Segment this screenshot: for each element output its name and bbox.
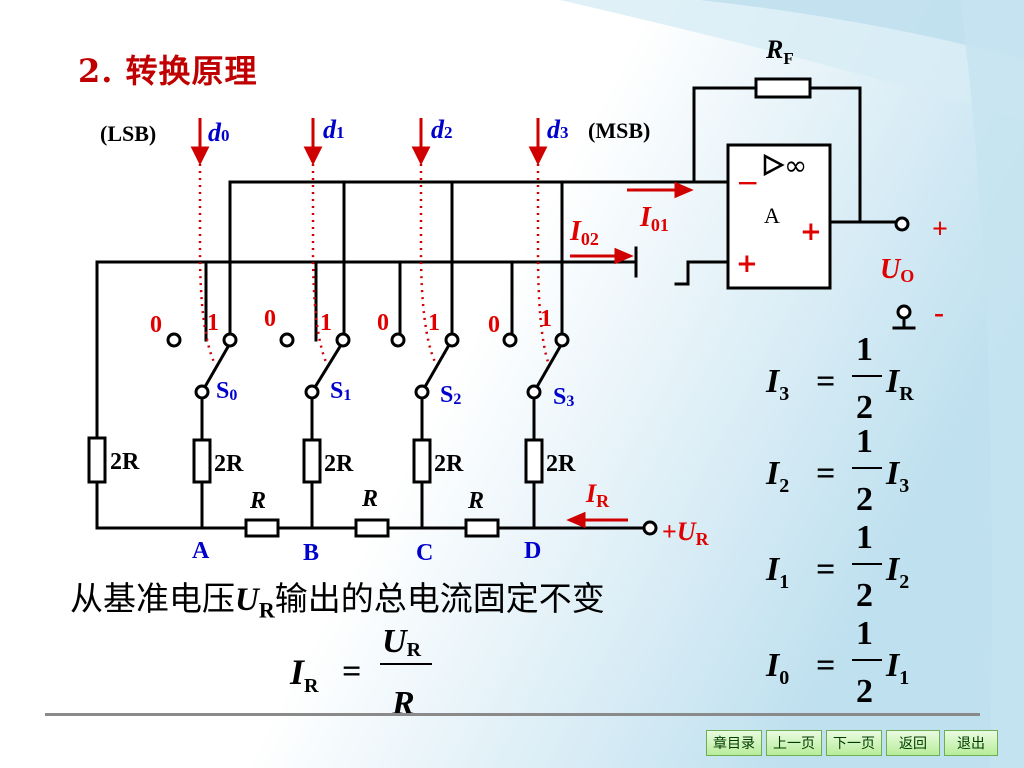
ir-eq-lhs: IR — [289, 652, 319, 697]
footer-divider — [45, 713, 980, 716]
svg-text:=: = — [816, 455, 835, 492]
switch-1-one-label: 1 — [320, 310, 332, 336]
current-i01-label: I01 — [639, 202, 669, 235]
current-ir-label: IR — [585, 479, 610, 511]
opamp-inverting-sign: − — [736, 166, 759, 199]
output-plus-sign: + — [932, 214, 948, 245]
equation-i3: I3 = 1 2 IR — [765, 331, 914, 426]
lsb-label: (LSB) — [100, 121, 156, 146]
opamp-triangle-icon — [763, 153, 785, 177]
svg-text:1: 1 — [856, 519, 873, 556]
halving-equations: I3 = 1 2 IR I2 = 1 2 I3 I1 = 1 2 I2 I0 =… — [765, 331, 914, 710]
resistor-2r-label: 2R — [214, 451, 244, 477]
switch-s2-label: S2 — [440, 382, 461, 408]
ir-eq-den: R — [391, 685, 415, 722]
resistor-r-label: R — [249, 488, 266, 514]
output-voltage-label: UO — [880, 254, 914, 286]
svg-text:1: 1 — [856, 423, 873, 460]
svg-text:2: 2 — [856, 577, 873, 614]
summary-suffix: 输出的总电流固定不变 — [274, 579, 605, 618]
input-d2-label: d2 — [431, 115, 453, 144]
svg-text:1: 1 — [856, 615, 873, 652]
svg-text:=: = — [816, 551, 835, 588]
switch-3-zero-label: 0 — [488, 312, 500, 338]
ir-equation: IR = UR R — [289, 623, 432, 722]
svg-text:I0: I0 — [765, 647, 789, 689]
svg-text:=: = — [816, 647, 835, 684]
node-b-label: B — [303, 540, 319, 566]
svg-text:I3: I3 — [765, 363, 789, 405]
equation-i2: I2 = 1 2 I3 — [765, 423, 909, 518]
svg-text:2: 2 — [856, 481, 873, 518]
chapter-contents-button[interactable]: 章目录 — [706, 730, 762, 756]
svg-text:1: 1 — [856, 331, 873, 368]
switch-2-one-label: 1 — [428, 310, 440, 336]
resistor-2r-label: 2R — [324, 451, 354, 477]
opamp-infinity: ∞ — [784, 149, 807, 182]
output-minus-sign: - — [934, 296, 944, 329]
switch-2-zero-label: 0 — [377, 310, 389, 336]
svg-text:I1: I1 — [765, 551, 789, 593]
msb-label: (MSB) — [588, 118, 650, 143]
opamp-output-sign: + — [800, 217, 822, 247]
svg-text:2: 2 — [856, 673, 873, 710]
svg-text:I1: I1 — [885, 647, 909, 689]
node-c-label: C — [416, 540, 433, 566]
svg-text:I3: I3 — [885, 455, 909, 497]
rf-label: RF — [765, 35, 794, 68]
exit-button[interactable]: 退出 — [944, 730, 998, 756]
switch-3-one-label: 1 — [540, 306, 552, 332]
switch-s3-label: S3 — [553, 384, 574, 410]
ir-eq-num: UR — [382, 623, 422, 661]
svg-text:I2: I2 — [765, 455, 789, 497]
switch-0-one-label: 1 — [207, 310, 219, 336]
resistor-r-label: R — [467, 488, 484, 514]
svg-text:=: = — [816, 363, 835, 400]
back-button[interactable]: 返回 — [886, 730, 940, 756]
node-d-label: D — [524, 538, 541, 564]
input-d1-label: d1 — [323, 115, 345, 144]
resistor-2r-label: 2R — [546, 451, 576, 477]
input-d0-label: d0 — [208, 118, 230, 147]
input-d3-label: d3 — [547, 115, 569, 144]
resistor-2r-label: 2R — [434, 451, 464, 477]
svg-text:I2: I2 — [885, 551, 909, 593]
slide-title: 2. 转换原理 — [78, 52, 258, 90]
equation-i0: I0 = 1 2 I1 — [765, 615, 909, 710]
ir-eq-equals: = — [342, 653, 361, 690]
summary-var: UR — [235, 582, 275, 623]
current-i02-label: I02 — [569, 216, 599, 249]
opamp-label: A — [764, 203, 780, 228]
previous-page-button[interactable]: 上一页 — [766, 730, 822, 756]
resistor-r-label: R — [361, 486, 378, 512]
opamp-noninverting-sign: + — [736, 249, 758, 279]
next-page-button[interactable]: 下一页 — [826, 730, 882, 756]
equation-i1: I1 = 1 2 I2 — [765, 519, 909, 614]
svg-text:IR: IR — [885, 363, 914, 405]
switch-s1-label: S1 — [330, 378, 351, 404]
ref-voltage-label: +UR — [662, 517, 710, 549]
summary-prefix: 从基准电压 — [70, 579, 235, 618]
slide-navigation: 章目录 上一页 下一页 返回 退出 — [706, 730, 998, 756]
switch-1-zero-label: 0 — [264, 306, 276, 332]
resistor-2r-label: 2R — [110, 449, 140, 475]
svg-text:2: 2 — [856, 389, 873, 426]
switch-0-zero-label: 0 — [150, 312, 162, 338]
switch-s0-label: S0 — [216, 378, 237, 404]
summary-text: 从基准电压UR输出的总电流固定不变 — [70, 572, 605, 624]
node-a-label: A — [192, 538, 210, 564]
